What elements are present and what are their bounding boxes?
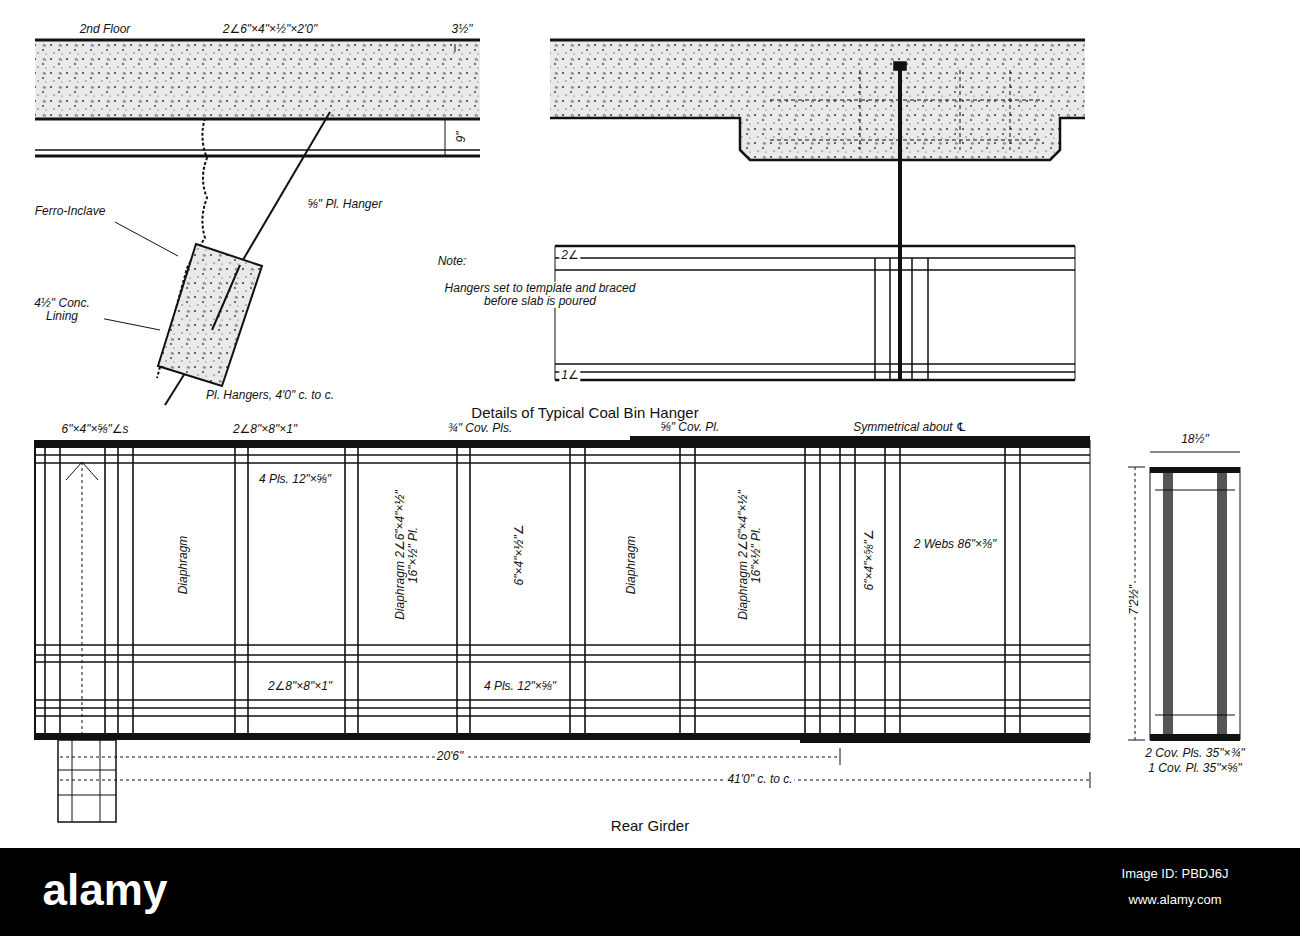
note-text: Hangers set to template and braced befor… — [433, 282, 647, 308]
stiffener-label: 6"×4"×⅝"∠ — [863, 528, 876, 593]
angle-mark: 2∠ — [559, 249, 580, 262]
watermark: www.alamy.com — [1127, 893, 1224, 907]
angle-size: 2∠6"×4"×½"×2'0" — [221, 23, 320, 36]
diaphragm-label: Diaphragm 2∠6"×4"×½" 16"×½" Pl. — [737, 468, 763, 642]
watermark: Image ID: PBDJ6J — [1120, 867, 1231, 881]
plate-label: 4 Pls. 12"×⅝" — [482, 680, 558, 693]
hanger-label: ⅝" Pl. Hanger — [306, 198, 384, 211]
symmetry-note: Symmetrical about ℄ — [851, 421, 968, 434]
lining-label: 4½" Conc. Lining — [20, 297, 104, 323]
web-label: 2 Webs 86"×⅜" — [908, 538, 1002, 551]
angle-size: 2∠8"×8"×1" — [266, 680, 334, 693]
material-label: Ferro-Inclave — [33, 205, 108, 218]
plate-label: ⅝" Cov. Pl. — [659, 421, 722, 434]
note-heading: Note: — [436, 255, 469, 268]
angle-mark: 1∠ — [559, 369, 580, 382]
figure-caption: Rear Girder — [609, 818, 691, 835]
plate-label: ¾" Cov. Pls. — [446, 422, 515, 435]
dimension: 41'0" c. to c. — [725, 773, 794, 786]
dimension: 9" — [455, 130, 468, 145]
dimension: 7'2½" — [1128, 583, 1141, 617]
dimension: 18½" — [1179, 433, 1211, 446]
angle-size: 6"×4"×⅝"∠s — [60, 423, 131, 436]
diaphragm-label: Diaphragm — [625, 534, 638, 597]
floor-label: 2nd Floor — [78, 23, 133, 36]
figure-caption: Details of Typical Coal Bin Hanger — [469, 405, 700, 422]
slab-thickness: 3½" — [450, 23, 475, 36]
watermark: alamy — [41, 866, 170, 914]
plate-label: 2 Cov. Pls. 35"×¾" — [1143, 747, 1246, 760]
dimension: 20'6" — [435, 750, 466, 763]
plate-label: 4 Pls. 12"×⅝" — [257, 473, 333, 486]
diaphragm-label: Diaphragm 2∠6"×4"×½" 16"×½" Pl. — [394, 468, 420, 642]
plate-label: 1 Cov. Pl. 35"×⅝" — [1146, 762, 1243, 775]
stiffener-label: 6"×4"×½"∠ — [513, 523, 526, 588]
diaphragm-label: Diaphragm — [177, 534, 190, 597]
angle-size: 2∠8"×8"×1" — [231, 423, 299, 436]
hanger-spacing: Pl. Hangers, 4'0" c. to c. — [204, 389, 336, 402]
